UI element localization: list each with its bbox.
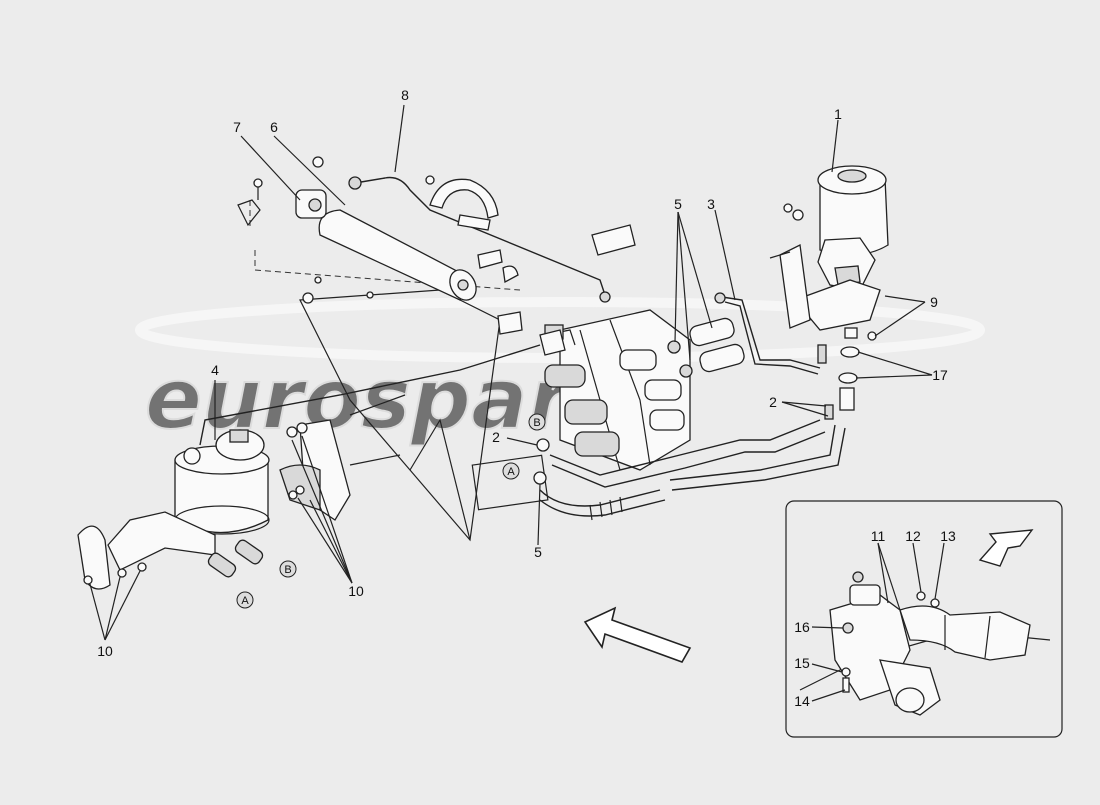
callout-2-right: 2 — [769, 394, 777, 410]
callout-9: 9 — [930, 294, 938, 310]
callout-2-left: 2 — [492, 429, 500, 445]
delivery-pipe — [714, 292, 821, 375]
callout-10-left: 10 — [97, 643, 113, 659]
callout-11: 11 — [871, 528, 886, 544]
connector-a-2: A — [502, 462, 520, 480]
svg-text:B: B — [284, 564, 291, 576]
svg-text:A: A — [241, 595, 249, 607]
direction-arrow — [583, 606, 692, 663]
hose-clamps — [533, 438, 550, 485]
svg-text:B: B — [533, 417, 540, 429]
svg-text:A: A — [507, 466, 515, 478]
callout-15: 15 — [794, 655, 810, 671]
callout-5-upper: 5 — [674, 196, 682, 212]
callout-10-right: 10 — [348, 583, 364, 599]
inset-detail: 11 12 13 16 15 14 — [785, 500, 1063, 738]
return-hoses — [539, 419, 846, 521]
callout-8: 8 — [401, 87, 409, 103]
connector-a-1: A — [236, 591, 254, 609]
callout-16: 16 — [794, 619, 810, 635]
connector-b-1: B — [279, 560, 297, 578]
callout-12: 12 — [905, 528, 921, 544]
filter-cartridges — [667, 317, 745, 378]
small-clips — [302, 224, 636, 335]
callout-14: 14 — [794, 693, 810, 709]
callout-4: 4 — [211, 362, 219, 378]
callout-13: 13 — [940, 528, 956, 544]
callout-numbers: 1 3 5 8 6 7 9 17 2 4 2 5 10 10 — [97, 87, 948, 659]
callout-1: 1 — [834, 106, 842, 122]
callout-3: 3 — [707, 196, 715, 212]
leader-lines — [89, 104, 933, 641]
reservoir-bracket — [83, 394, 406, 585]
callout-7: 7 — [233, 119, 241, 135]
connector-markers: A B A B — [236, 413, 546, 609]
callout-17: 17 — [932, 367, 948, 383]
fluid-reservoir — [77, 329, 566, 590]
pressure-pipe — [312, 156, 611, 303]
callout-5-lower: 5 — [534, 544, 542, 560]
inset-frame — [785, 500, 1063, 738]
connector-b-2: B — [528, 413, 546, 431]
inset-arrow — [978, 529, 1034, 567]
pump-motor — [769, 165, 889, 331]
clamp-strap — [425, 175, 499, 231]
accumulator-bracket — [237, 178, 327, 227]
valve-block — [544, 309, 691, 471]
pump-fittings — [817, 327, 877, 420]
accumulator — [318, 209, 477, 301]
callout-6: 6 — [270, 119, 278, 135]
